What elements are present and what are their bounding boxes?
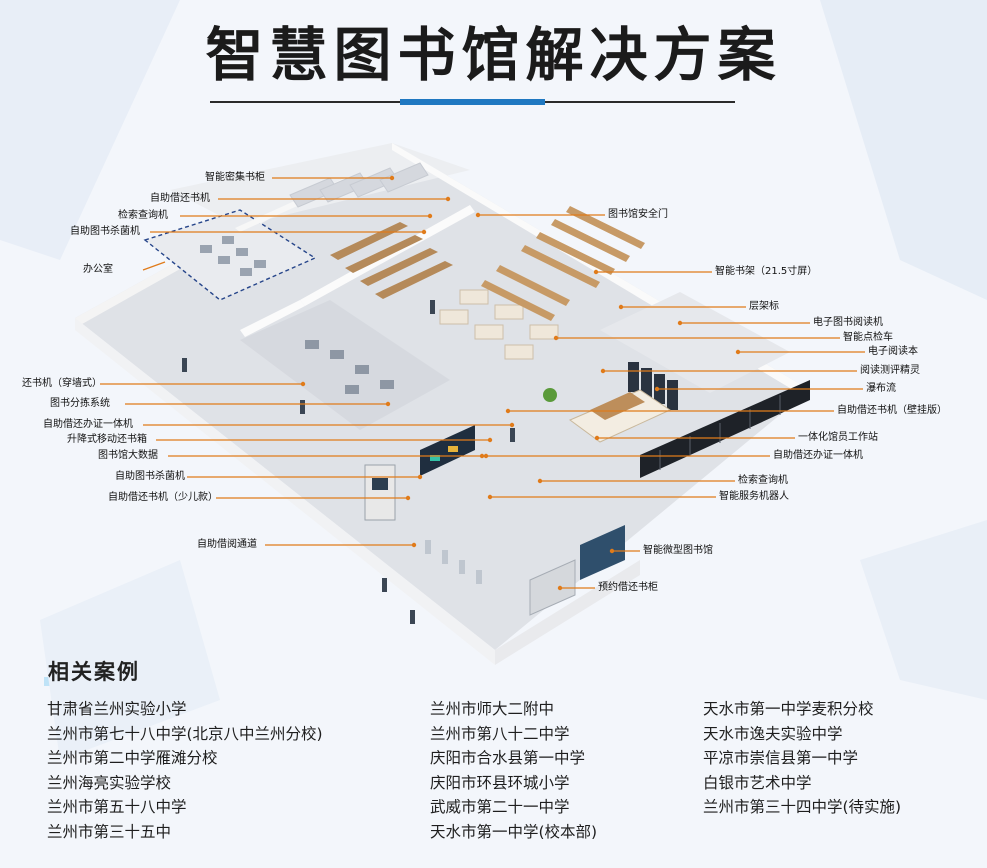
- callout-lift-return-box: 升降式移动还书箱: [67, 434, 147, 445]
- callout-librarian-workstation: 一体化馆员工作站: [798, 432, 878, 443]
- callout-book-sterilizer-2: 自助图书杀菌机: [115, 471, 185, 482]
- case-item: 武威市第二十一中学: [430, 798, 570, 816]
- case-item: 天水市第一中学麦积分校: [703, 700, 874, 718]
- case-item: 甘肃省兰州实验小学: [47, 700, 187, 718]
- callout-ereader: 电子阅读本: [868, 346, 918, 357]
- case-item: 天水市逸夫实验中学: [703, 724, 843, 743]
- callout-security-gate: 图书馆安全门: [608, 209, 668, 220]
- case-item: 庆阳市环县环城小学: [430, 773, 570, 792]
- case-item: 兰州海亮实验学校: [47, 773, 172, 792]
- cases-heading: 相关案例: [44, 656, 146, 686]
- callout-office: 办公室: [83, 264, 113, 275]
- cases-column-2: 兰州市师大二附中 兰州市第八十二中学 庆阳市合水县第一中学 庆阳市环县环城小学 …: [430, 697, 597, 844]
- cases-column-1: 甘肃省兰州实验小学 兰州市第七十八中学(北京八中兰州分校) 兰州市第二中学雁滩分…: [47, 697, 323, 844]
- case-item: 兰州市第三十四中学(待实施): [703, 798, 902, 816]
- callout-reading-assessment: 阅读测评精灵: [860, 365, 920, 376]
- floor: [75, 143, 810, 650]
- case-item: 兰州市第七十八中学(北京八中兰州分校): [47, 724, 323, 743]
- callout-reservation-cabinet: 预约借还书柜: [598, 582, 658, 593]
- callout-self-borrow-channel: 自助借阅通道: [197, 539, 257, 550]
- callout-checkout-card-machine: 自助借还办证一体机: [43, 419, 133, 430]
- callout-search-kiosk: 检索查询机: [118, 210, 168, 221]
- callout-shelf-label: 层架标: [749, 301, 779, 312]
- case-item: 庆阳市合水县第一中学: [430, 749, 586, 767]
- callout-inventory-cart: 智能点检车: [843, 332, 893, 343]
- callout-micro-library: 智能微型图书馆: [643, 545, 713, 556]
- page-title: 智慧图书馆解决方案: [205, 21, 782, 89]
- callout-service-robot: 智能服务机器人: [719, 491, 789, 502]
- case-item: 兰州市师大二附中: [430, 700, 555, 718]
- callout-book-sterilizer: 自助图书杀菌机: [70, 226, 140, 237]
- case-item: 兰州市第五十八中学: [47, 798, 187, 816]
- callout-smart-shelf: 智能书架（21.5寸屏）: [715, 266, 818, 277]
- case-item: 平凉市崇信县第一中学: [703, 749, 859, 767]
- big-data-screen: [420, 425, 475, 476]
- micro-library: [580, 525, 625, 580]
- callout-kids-checkout: 自助借还书机（少儿款）: [108, 492, 218, 503]
- case-item: 兰州市第三十五中: [47, 822, 172, 841]
- front-wall: [75, 318, 495, 665]
- callout-search-kiosk-2: 检索查询机: [738, 475, 788, 486]
- callout-ebook-reader: 电子图书阅读机: [813, 317, 883, 328]
- callout-big-data: 图书馆大数据: [98, 450, 158, 461]
- library-floorplan-illustration: [75, 143, 865, 665]
- case-item: 兰州市第八十二中学: [430, 724, 570, 743]
- case-item: 天水市第一中学(校本部): [430, 822, 598, 841]
- callout-self-checkout-machine: 自助借还书机: [150, 193, 210, 204]
- callout-dense-bookcase: 智能密集书柜: [205, 172, 265, 183]
- case-item: 白银市艺术中学: [703, 773, 812, 792]
- title-accent-bar: [400, 99, 545, 105]
- callout-wall-return-machine: 还书机（穿墙式）: [22, 378, 102, 389]
- callout-waterfall: 瀑布流: [866, 383, 896, 394]
- case-item: 兰州市第二中学雁滩分校: [47, 749, 218, 767]
- callout-sorting-system: 图书分拣系统: [50, 398, 110, 409]
- cases-column-3: 天水市第一中学麦积分校 天水市逸夫实验中学 平凉市崇信县第一中学 白银市艺术中学…: [703, 697, 901, 820]
- callout-checkout-card-machine-2: 自助借还办证一体机: [773, 450, 863, 461]
- callout-wall-checkout: 自助借还书机（壁挂版）: [837, 405, 947, 416]
